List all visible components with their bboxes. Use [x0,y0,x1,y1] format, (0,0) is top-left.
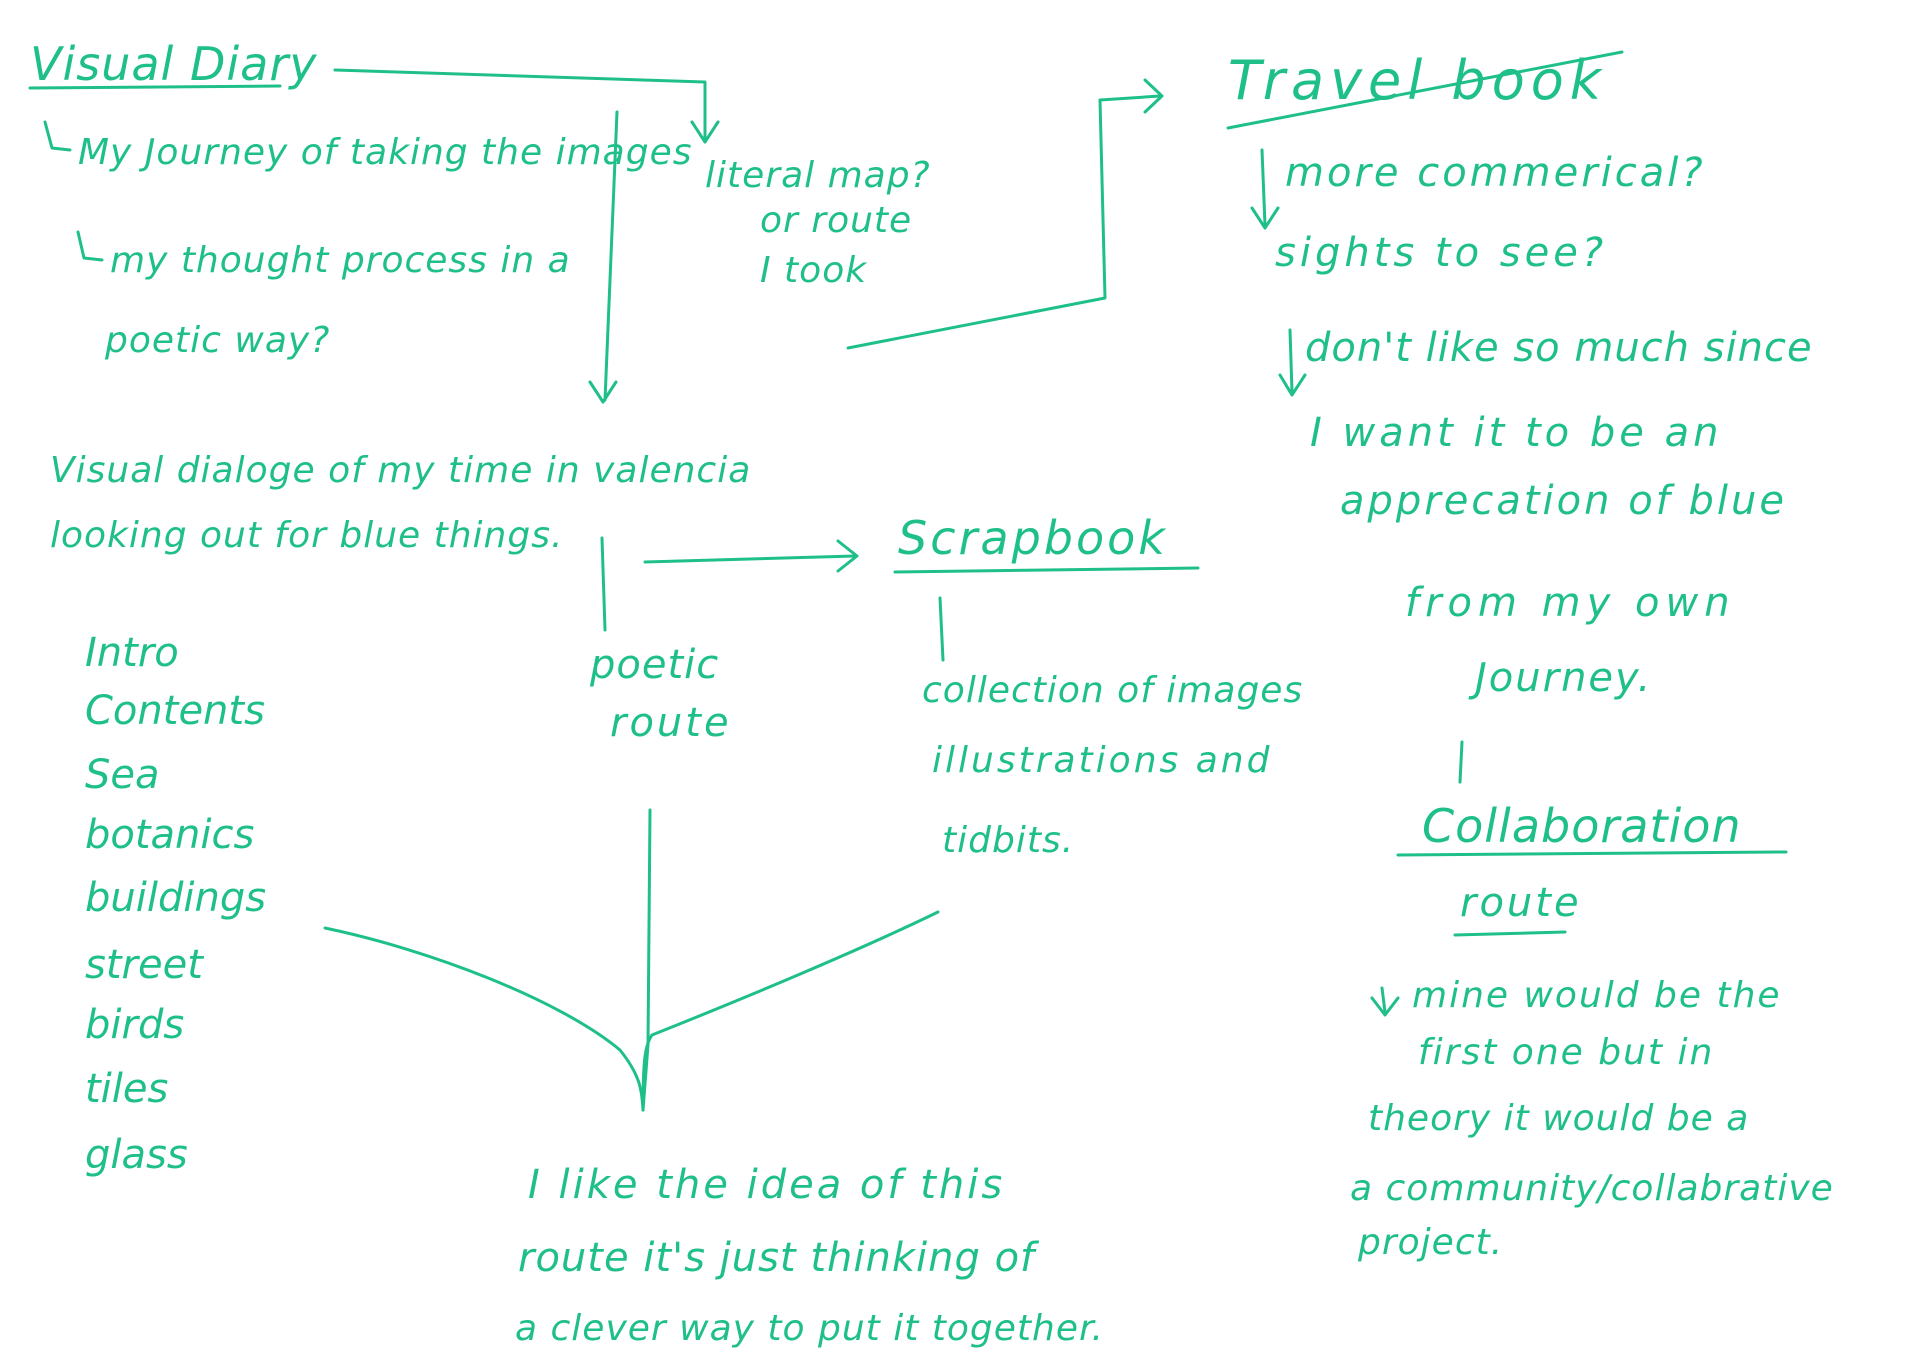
list-item: street [85,942,203,988]
collaboration-line-3: theory it would be a [1368,1098,1750,1139]
arrowhead-commercial [1250,206,1280,230]
conclusion-line-3: a clever way to put it together. [515,1308,1104,1349]
travel-book-line-2: sights to see? [1275,230,1608,276]
conclusion-line-2: route it's just thinking of [518,1235,1036,1281]
arrowhead-mine-would-be [1370,996,1400,1017]
journey-note: My Journey of taking the images [78,132,693,173]
collaboration-line-4: a community/collabrative [1350,1168,1834,1209]
underline-travel-book [1226,50,1624,130]
conclusion-line-1: I like the idea of this [528,1162,1006,1208]
connector-dialogue-to-scrapbook [643,554,857,564]
travel-book-title: Travel book [1228,49,1608,112]
hook-arrow-thought [76,230,104,262]
scrapbook-line-2: illustrations and [932,740,1273,781]
travel-book-line-1: more commerical? [1285,150,1706,196]
travel-book-line-4: I want it to be an [1310,410,1723,456]
arrowhead-dialogue [588,380,618,404]
travel-book-line-7: Journey. [1475,655,1653,701]
visual-diary-title: Visual Diary [30,37,318,91]
list-item: buildings [85,875,267,921]
dialogue-line-2: looking out for blue things. [50,515,564,556]
scrapbook-line-1: collection of images [922,670,1304,711]
literal-map-line-3: I took [760,250,868,291]
tick-scrapbook [938,596,945,662]
down-arrow-commercial [1260,148,1267,227]
collaboration-line-1: mine would be the [1412,975,1782,1016]
list-item: birds [85,1002,185,1048]
collaboration-subtitle: route [1460,880,1582,926]
poetic-route-line-1: poetic [590,642,720,688]
literal-map-line-2: or route [760,200,913,241]
connector-diary-to-literal-map [333,68,707,142]
underline-visual-diary [28,84,282,90]
scrapbook-line-3: tidbits. [942,820,1075,861]
travel-book-line-5: apprecation of blue [1340,478,1787,524]
connector-literal-map-to-travel-book [846,94,1162,350]
arrow-mine-would-be [1380,986,1387,1014]
travel-book-line-3: don't like so much since [1305,325,1813,371]
arrowhead-travel-book [1143,78,1164,114]
collaboration-line-5: project. [1358,1222,1504,1263]
underline-collaboration [1396,850,1788,857]
poetic-way-note: poetic way? [105,320,331,361]
contents-list: Intro Contents Sea botanics buildings st… [85,630,335,1190]
list-item: tiles [85,1066,169,1112]
tick-collaboration [1458,740,1464,784]
collaboration-title: Collaboration [1422,799,1742,853]
list-item: Intro [85,630,179,676]
underline-route [1453,930,1567,937]
arrowhead-scrapbook [836,539,859,573]
down-arrow-dont-like [1288,328,1294,394]
list-item: Contents [85,688,265,734]
branch-scrapbook [641,910,940,1112]
collaboration-line-2: first one but in [1418,1032,1715,1073]
poetic-route-line-2: route [610,700,732,746]
literal-map-line-1: literal map? [705,155,931,196]
arrowhead-literal-map [690,120,720,144]
travel-book-line-6: from my own [1405,580,1736,626]
hook-arrow-journey [43,120,72,152]
thought-process-note: my thought process in a [110,240,571,281]
underline-scrapbook [893,566,1200,574]
arrowhead-dont-like [1278,373,1307,397]
scrapbook-title: Scrapbook [898,511,1168,565]
branch-list [323,926,645,1112]
dialogue-line-1: Visual dialoge of my time in valencia [50,450,752,491]
list-item: Sea [85,752,160,798]
list-item: glass [85,1132,188,1178]
tick-poetic-route [600,536,607,632]
connector-diary-to-dialogue [603,110,619,402]
list-item: botanics [85,812,255,858]
